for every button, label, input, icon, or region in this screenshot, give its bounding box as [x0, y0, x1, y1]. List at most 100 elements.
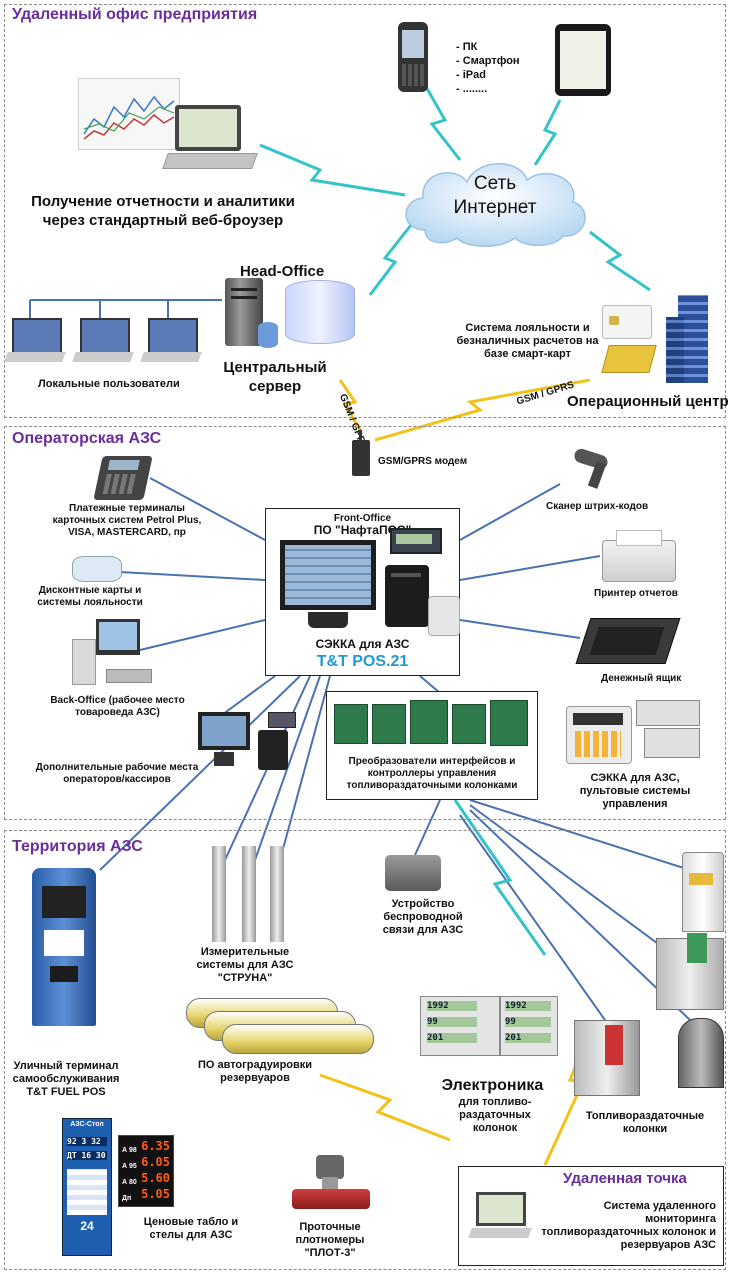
internet-cloud: Сеть Интернет [395, 150, 595, 250]
electronics-title: Электроника [441, 1077, 544, 1094]
fuel-dispenser-icon [678, 1018, 724, 1088]
flowmeters-label: Проточные плотномеры "ПЛОТ-3" [295, 1221, 365, 1259]
gsm-modem-icon [352, 430, 370, 476]
card-reader-icon [428, 596, 460, 636]
level-probe-icon [270, 846, 284, 942]
gsm-modem-label: GSM/GPRS модем [378, 456, 468, 467]
calibration-label: ПО автоградуировки резервуаров [197, 1059, 313, 1084]
database-icon [285, 280, 355, 344]
nafta-pos-label: ПО "НафтаПОС" [313, 523, 412, 537]
device-item: - ПК [456, 41, 478, 53]
price-row: А 98 6.35 [122, 1139, 170, 1154]
zone-title-remote-office: Удаленный офис предприятия [12, 6, 258, 23]
fuel-dispenser-icon [656, 933, 724, 1010]
sekka-consoles-label: СЭККА для АЗС, пультовые системы управле… [579, 772, 691, 810]
zone-territory [4, 830, 726, 1270]
zone-title-territory: Территория АЗС [12, 838, 143, 855]
fuel-dispenser-icon [682, 852, 724, 932]
price-stela: АЗС-Стоп 92 3 32 ДТ 16 30 24 [62, 1118, 112, 1256]
price-row: А 95 6.05 [122, 1155, 170, 1170]
server-icon [225, 278, 263, 346]
barcode-scanner-icon [572, 447, 614, 490]
remote-point-box [458, 1166, 724, 1266]
smartphone-icon [398, 22, 428, 92]
customer-display-icon [268, 712, 296, 728]
loyalty-system-label: Система лояльности и безналичных расчето… [456, 322, 599, 360]
fiscal-printer-icon [385, 565, 429, 627]
price-boards-label: Ценовые табло и стелы для АЗС [143, 1216, 239, 1241]
head-office-label: Head-Office [240, 263, 325, 280]
dispensers-label: Топливораздаточные колонки [585, 1110, 705, 1135]
receipt-printer-icon [258, 730, 288, 770]
office-building-icon [666, 295, 714, 385]
cash-drawer-label: Денежный ящик [601, 673, 682, 684]
remote-point-title: Удаленная точка [563, 1170, 687, 1187]
front-office-label: Front-Office [333, 513, 392, 524]
smart-card-icon [602, 305, 652, 339]
tank-icon [222, 1024, 374, 1054]
devices-list: - ПК - Смартфон - iPad - ........ [456, 40, 520, 96]
dispenser-electronics-icon: 1992 99 201 [420, 996, 500, 1056]
back-office-label: Back-Office (рабочее место товароведа АЗ… [50, 695, 185, 718]
cash-register-icon [566, 706, 632, 764]
pos-terminal-icon [198, 712, 252, 768]
payment-terminal-icon [93, 456, 153, 500]
stela-brand: АЗС-Стоп [70, 1121, 104, 1128]
price-row: Дп 5.05 [122, 1187, 170, 1202]
zone-remote-office [4, 4, 726, 418]
electronics-display: 99 [505, 1017, 551, 1027]
laptop-icon [140, 318, 202, 368]
stela-number: 24 [80, 1219, 94, 1233]
electronics-display: 201 [505, 1033, 551, 1043]
discount-cards-label: Дисконтные карты и системы лояльности [37, 585, 143, 608]
wireless-device-label: Устройство беспроводной связи для АЗС [382, 898, 464, 936]
central-server-label: Центральный сервер [223, 359, 327, 395]
dispenser-electronics-icon: 1992 99 201 [500, 996, 558, 1056]
controller-boards [334, 700, 530, 746]
electronics-display: 201 [427, 1033, 477, 1043]
flowmeter-icon [292, 1155, 372, 1219]
electronics-display: 1992 [505, 1001, 551, 1011]
laptop-icon [162, 105, 258, 180]
fuel-dispenser-icon [574, 1020, 640, 1096]
zone-title-operator-station: Операторская АЗС [12, 430, 162, 447]
remote-point-description: Система удаленного мониторинга топливора… [541, 1200, 716, 1251]
report-printer-icon [602, 530, 676, 582]
back-office-computer-icon [72, 615, 154, 687]
electronics-display: 99 [427, 1017, 477, 1027]
operations-center-label: Операционный центр [567, 393, 729, 410]
level-probe-icon [242, 846, 256, 942]
stela-price: 92 3 32 [67, 1137, 107, 1146]
electronics-subtitle: для топливо-раздаточных колонок [458, 1096, 532, 1134]
street-terminal-label: Уличный терминал самообслуживания T&T FU… [12, 1060, 120, 1098]
card-reader-icon [601, 345, 657, 373]
small-database-icon [258, 322, 278, 348]
device-item: - Смартфон [456, 55, 520, 67]
laptop-icon [72, 318, 134, 368]
stela-price: ДТ 16 30 [67, 1151, 107, 1160]
extra-workplaces-label: Дополнительные рабочие места операторов/… [35, 762, 199, 785]
analytics-chart-icon [78, 78, 180, 150]
zone-operator-station [4, 426, 726, 820]
laptop-icon [468, 1192, 534, 1248]
barcode-scanner-label: Сканер штрих-кодов [546, 501, 649, 512]
device-item: - ........ [456, 83, 488, 95]
pos-monitor-icon [280, 540, 378, 630]
wireless-device-icon [385, 855, 441, 891]
reports-label: Получение отчетности и аналитики через с… [31, 193, 295, 229]
self-service-terminal-icon [32, 868, 96, 1026]
converters-label: Преобразователи интерфейсов и контроллер… [346, 756, 518, 791]
electronics-display: 1992 [427, 1001, 477, 1011]
level-probe-icon [212, 846, 226, 942]
cash-drawer-icon [575, 610, 681, 664]
device-item: - iPad [456, 69, 486, 81]
laptop-icon [4, 318, 66, 368]
price-row: А 80 5.60 [122, 1171, 170, 1186]
discount-card-icon [72, 556, 122, 582]
measuring-systems-label: Измерительные системы для АЗС "СТРУНА" [196, 946, 294, 984]
payment-terminals-label: Платежные терминалы карточных систем Pet… [52, 503, 202, 538]
customer-display-icon [390, 528, 442, 554]
report-printer-label: Принтер отчетов [594, 588, 678, 599]
control-console-icon [636, 700, 700, 726]
cloud-label: Сеть Интернет [453, 173, 537, 218]
